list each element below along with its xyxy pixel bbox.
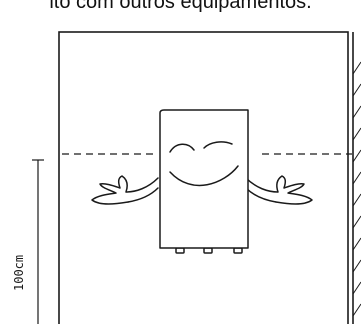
smiling-box-character-icon (91, 109, 313, 254)
room-outline (58, 31, 349, 324)
caption-text: ito com outros equipamentos. (49, 0, 312, 13)
wall-hatching (352, 61, 361, 317)
dimension-line (32, 159, 44, 324)
dimension-label: 100cm (12, 255, 26, 291)
